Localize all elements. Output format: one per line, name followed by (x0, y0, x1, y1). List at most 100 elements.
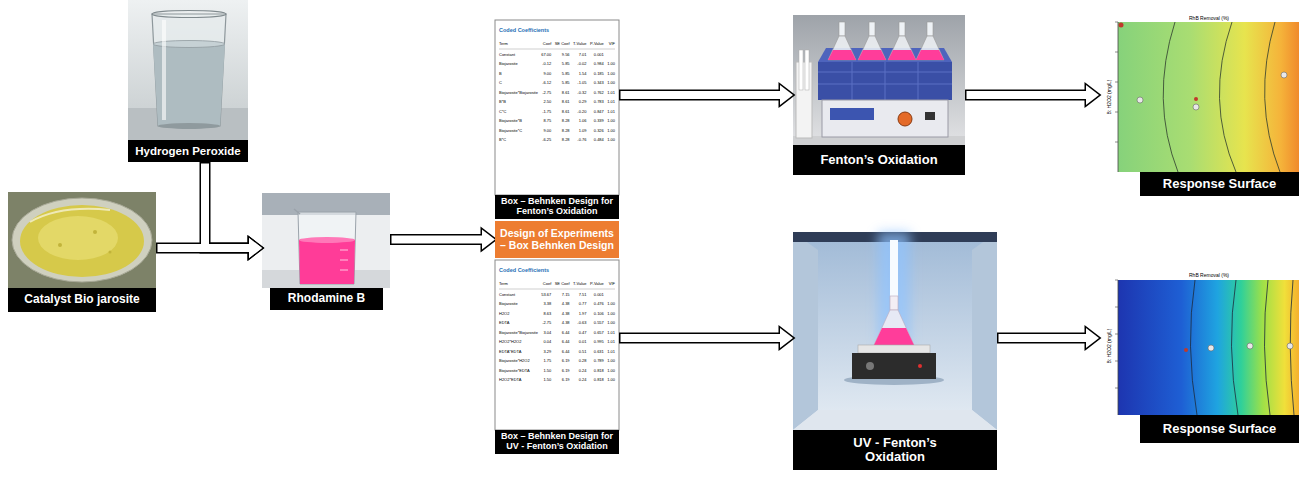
table-cell: 3.04 (544, 331, 552, 336)
plot-panel: Response Surface (1099, 15, 1299, 196)
caption-box: Design of Experiments – Box Behnken Desi… (495, 221, 619, 258)
table-cell: 0.984 (594, 62, 604, 67)
table-header: VIF (609, 42, 615, 47)
table-cell: -0.02 (577, 62, 586, 67)
caption-text: Box – Behnken Design for Fenton’s Oxidat… (497, 197, 617, 217)
response-surface-plot-part (1281, 72, 1287, 78)
table-cell: 0.657 (594, 331, 604, 336)
flask-part (858, 50, 886, 60)
block-arrow (619, 333, 781, 344)
rhodamine-beaker-photo-part (340, 250, 348, 270)
table-cell: 0.343 (594, 81, 604, 86)
table-cell: 1.01 (607, 350, 615, 355)
table-header: P-Value (590, 282, 604, 287)
table-cell: Biojarosite*C (499, 129, 522, 134)
arrow-head (482, 230, 495, 250)
table-cell: Biojarosite*Biojarosite (499, 331, 538, 336)
table-cell: 0.484 (594, 138, 604, 143)
catalyst-photo-part (20, 205, 144, 277)
arrow-head (249, 238, 262, 258)
table-cell: 0.818 (594, 378, 604, 383)
table-cell: -1.75 (542, 110, 551, 115)
catalyst-photo-part (30, 209, 110, 222)
photo-panel: Fenton’s Oxidation (793, 15, 965, 175)
arrow-head-fill (249, 238, 262, 258)
table-cell: 1.00 (607, 129, 615, 134)
table-cell: 0.29 (579, 100, 587, 105)
table-cell: 8.63 (544, 312, 552, 317)
table-cell: 1.00 (607, 138, 615, 143)
uv-reactor-photo-part (890, 296, 898, 310)
table-cell: 0.47 (579, 331, 587, 336)
block-arrow-fill (999, 334, 1088, 342)
response-surface-plot-part (1115, 22, 1118, 142)
fenton-shaker-photo-part (898, 112, 912, 126)
table-cell: 1.50 (544, 369, 552, 374)
photo-panel: Rhodamine B (262, 193, 390, 310)
table-cell: 8.75 (544, 119, 552, 124)
uv-reactor-photo (793, 232, 997, 430)
response-surface-plot-part (1287, 343, 1293, 349)
response-surface-plot-part (1099, 15, 1299, 172)
arrow-head (249, 238, 262, 258)
arrow-head (780, 328, 793, 348)
table-header: T-Value (573, 282, 587, 287)
response-surface-plot-part (1194, 97, 1198, 101)
caption-text: Response Surface (1163, 422, 1276, 436)
table-cell: -2.75 (542, 321, 551, 326)
caption-text: Rhodamine B (288, 292, 365, 305)
axis-label: B: H2O2 (mg/L) (1106, 79, 1112, 114)
table-cell: 1.00 (607, 321, 615, 326)
caption-text: Design of Experiments – Box Behnken Desi… (499, 228, 615, 251)
block-arrow-fill (621, 334, 782, 342)
rhodamine-beaker-photo-part (299, 240, 355, 284)
table-cell: 0.28 (579, 359, 587, 364)
response-surface-plot-part (1118, 22, 1299, 172)
coefficient-table-frame-part (499, 49, 615, 50)
arrow-head-fill (780, 85, 793, 105)
table-cell: 5.85 (562, 81, 570, 86)
table-cell: Biojarosite*Biojarosite (499, 91, 538, 96)
response-surface-plot-part (1118, 22, 1119, 172)
rhodamine-beaker-photo-part (298, 212, 356, 284)
table-cell: 1.54 (579, 72, 587, 77)
table-cell: H2O2*EDTA (499, 378, 521, 383)
table-cell: 0.51 (579, 350, 587, 355)
table-cell: -0.32 (577, 91, 586, 96)
table-cell: 0.185 (594, 72, 604, 77)
table-cell: Constant (499, 53, 515, 58)
table-cell: -0.20 (577, 110, 586, 115)
rhodamine-beaker-photo-part (299, 237, 355, 243)
table-cell: 1.00 (607, 378, 615, 383)
catalyst-photo-part (38, 216, 118, 260)
block-arrow (965, 90, 1087, 101)
catalyst-photo-part (58, 243, 62, 247)
caption-text: Fenton’s Oxidation (820, 153, 937, 167)
table-header: P-Value (590, 42, 604, 47)
uv-reactor-photo-part (852, 353, 936, 379)
block-arrow (390, 234, 483, 245)
table-cell: 1.01 (607, 331, 615, 336)
caption-box: Box – Behnken Design for Fenton’s Oxidat… (495, 195, 619, 219)
coefficient-table-frame-part (495, 260, 619, 430)
table-header: T-Value (573, 42, 587, 47)
table-title: Coded Coefficients (499, 267, 549, 274)
table-cell: EDTA*EDTA (499, 350, 521, 355)
uv-reactor-photo-part (858, 345, 930, 353)
response-surface-plot-part (1247, 343, 1253, 349)
caption-box: Box – Behnken Design for UV - Fenton’s O… (495, 430, 619, 454)
table-cell: 0.001 (594, 53, 604, 58)
table-cell: 1.09 (579, 129, 587, 134)
table-cell: 8.61 (562, 110, 570, 115)
table-cell: 2.50 (544, 100, 552, 105)
table-cell: 1.00 (607, 119, 615, 124)
plot-title: RhB Removal (%) (1189, 272, 1229, 278)
hydrogen-peroxide-photo-part (152, 14, 226, 126)
response-surface-plot-part (1119, 23, 1124, 28)
flask-part (916, 36, 944, 60)
photo-panel: UV - Fenton’s Oxidation (793, 232, 997, 470)
table-cell: 0.476 (594, 302, 604, 307)
uv-reactor-photo-part (972, 232, 997, 430)
arrow-head-fill (482, 230, 495, 250)
